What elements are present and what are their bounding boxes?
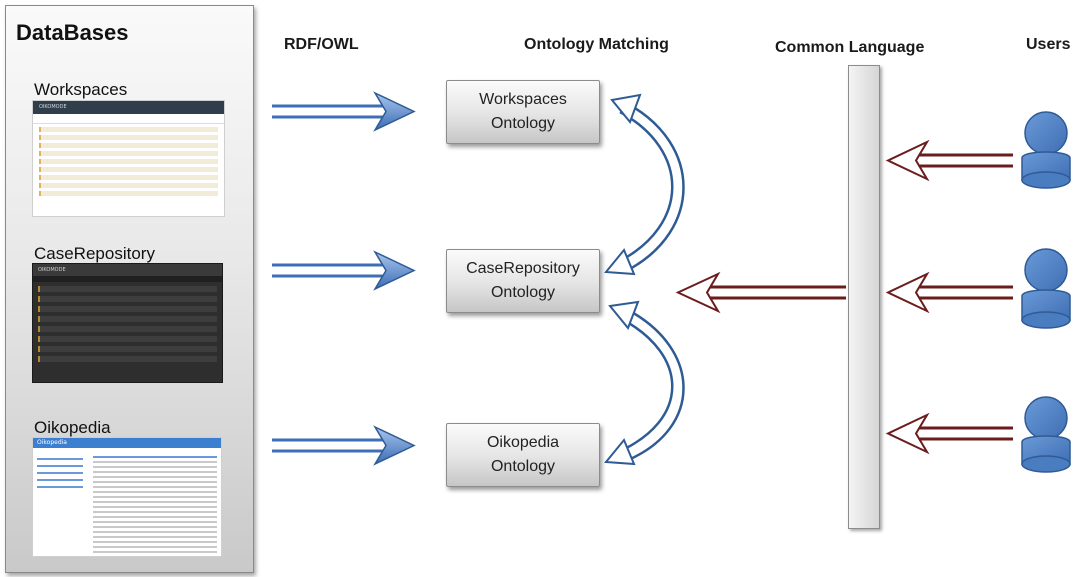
ontology-box-caserepository: CaseRepository Ontology	[446, 249, 600, 313]
ontology-name: CaseRepository	[466, 260, 580, 277]
database-label-oikopedia: Oikopedia	[34, 418, 111, 437]
rdf-arrow-oikopedia	[272, 425, 416, 466]
user-icon	[1021, 248, 1071, 329]
user-icon	[1021, 396, 1071, 473]
ontology-box-oikopedia: Oikopedia Ontology	[446, 423, 600, 487]
oikopedia-thumb-brand: Oikopedia	[37, 439, 67, 446]
rdf-arrow-workspaces	[272, 91, 416, 132]
workspaces-thumb-brand: OIKOMODE	[39, 104, 67, 110]
oikopedia-screenshot: Oikopedia	[32, 437, 222, 557]
header-common-language: Common Language	[775, 39, 925, 56]
database-label-workspaces: Workspaces	[34, 80, 128, 99]
caserepository-thumb-brand: OIKOMODE	[38, 267, 66, 273]
ontology-box-workspaces: Workspaces Ontology	[446, 80, 600, 144]
ontology-name: Oikopedia	[486, 434, 560, 451]
caserepository-screenshot: OIKOMODE	[32, 263, 223, 383]
database-label-caserepository: CaseRepository	[34, 244, 155, 263]
ontology-name: Workspaces	[479, 91, 567, 108]
matching-curve-bottom	[604, 300, 685, 466]
user-arrow-1	[885, 139, 1013, 182]
user-icon	[1021, 111, 1071, 189]
header-ontology-matching: Ontology Matching	[524, 36, 669, 53]
ontology-label: Ontology	[490, 284, 556, 301]
ontology-label: Ontology	[490, 458, 556, 475]
databases-title: DataBases	[16, 20, 129, 45]
rdf-arrow-caserepository	[272, 250, 416, 291]
ontology-label: Ontology	[490, 115, 556, 132]
matching-curve-top	[604, 93, 685, 276]
user-arrow-3	[885, 412, 1013, 455]
common-language-bar	[848, 65, 880, 529]
user-arrow-2	[885, 271, 1013, 314]
header-users: Users	[1026, 36, 1071, 53]
workspaces-screenshot: OIKOMODE	[32, 100, 225, 217]
header-rdf-owl: RDF/OWL	[284, 36, 359, 53]
common-language-arrow	[675, 271, 846, 314]
